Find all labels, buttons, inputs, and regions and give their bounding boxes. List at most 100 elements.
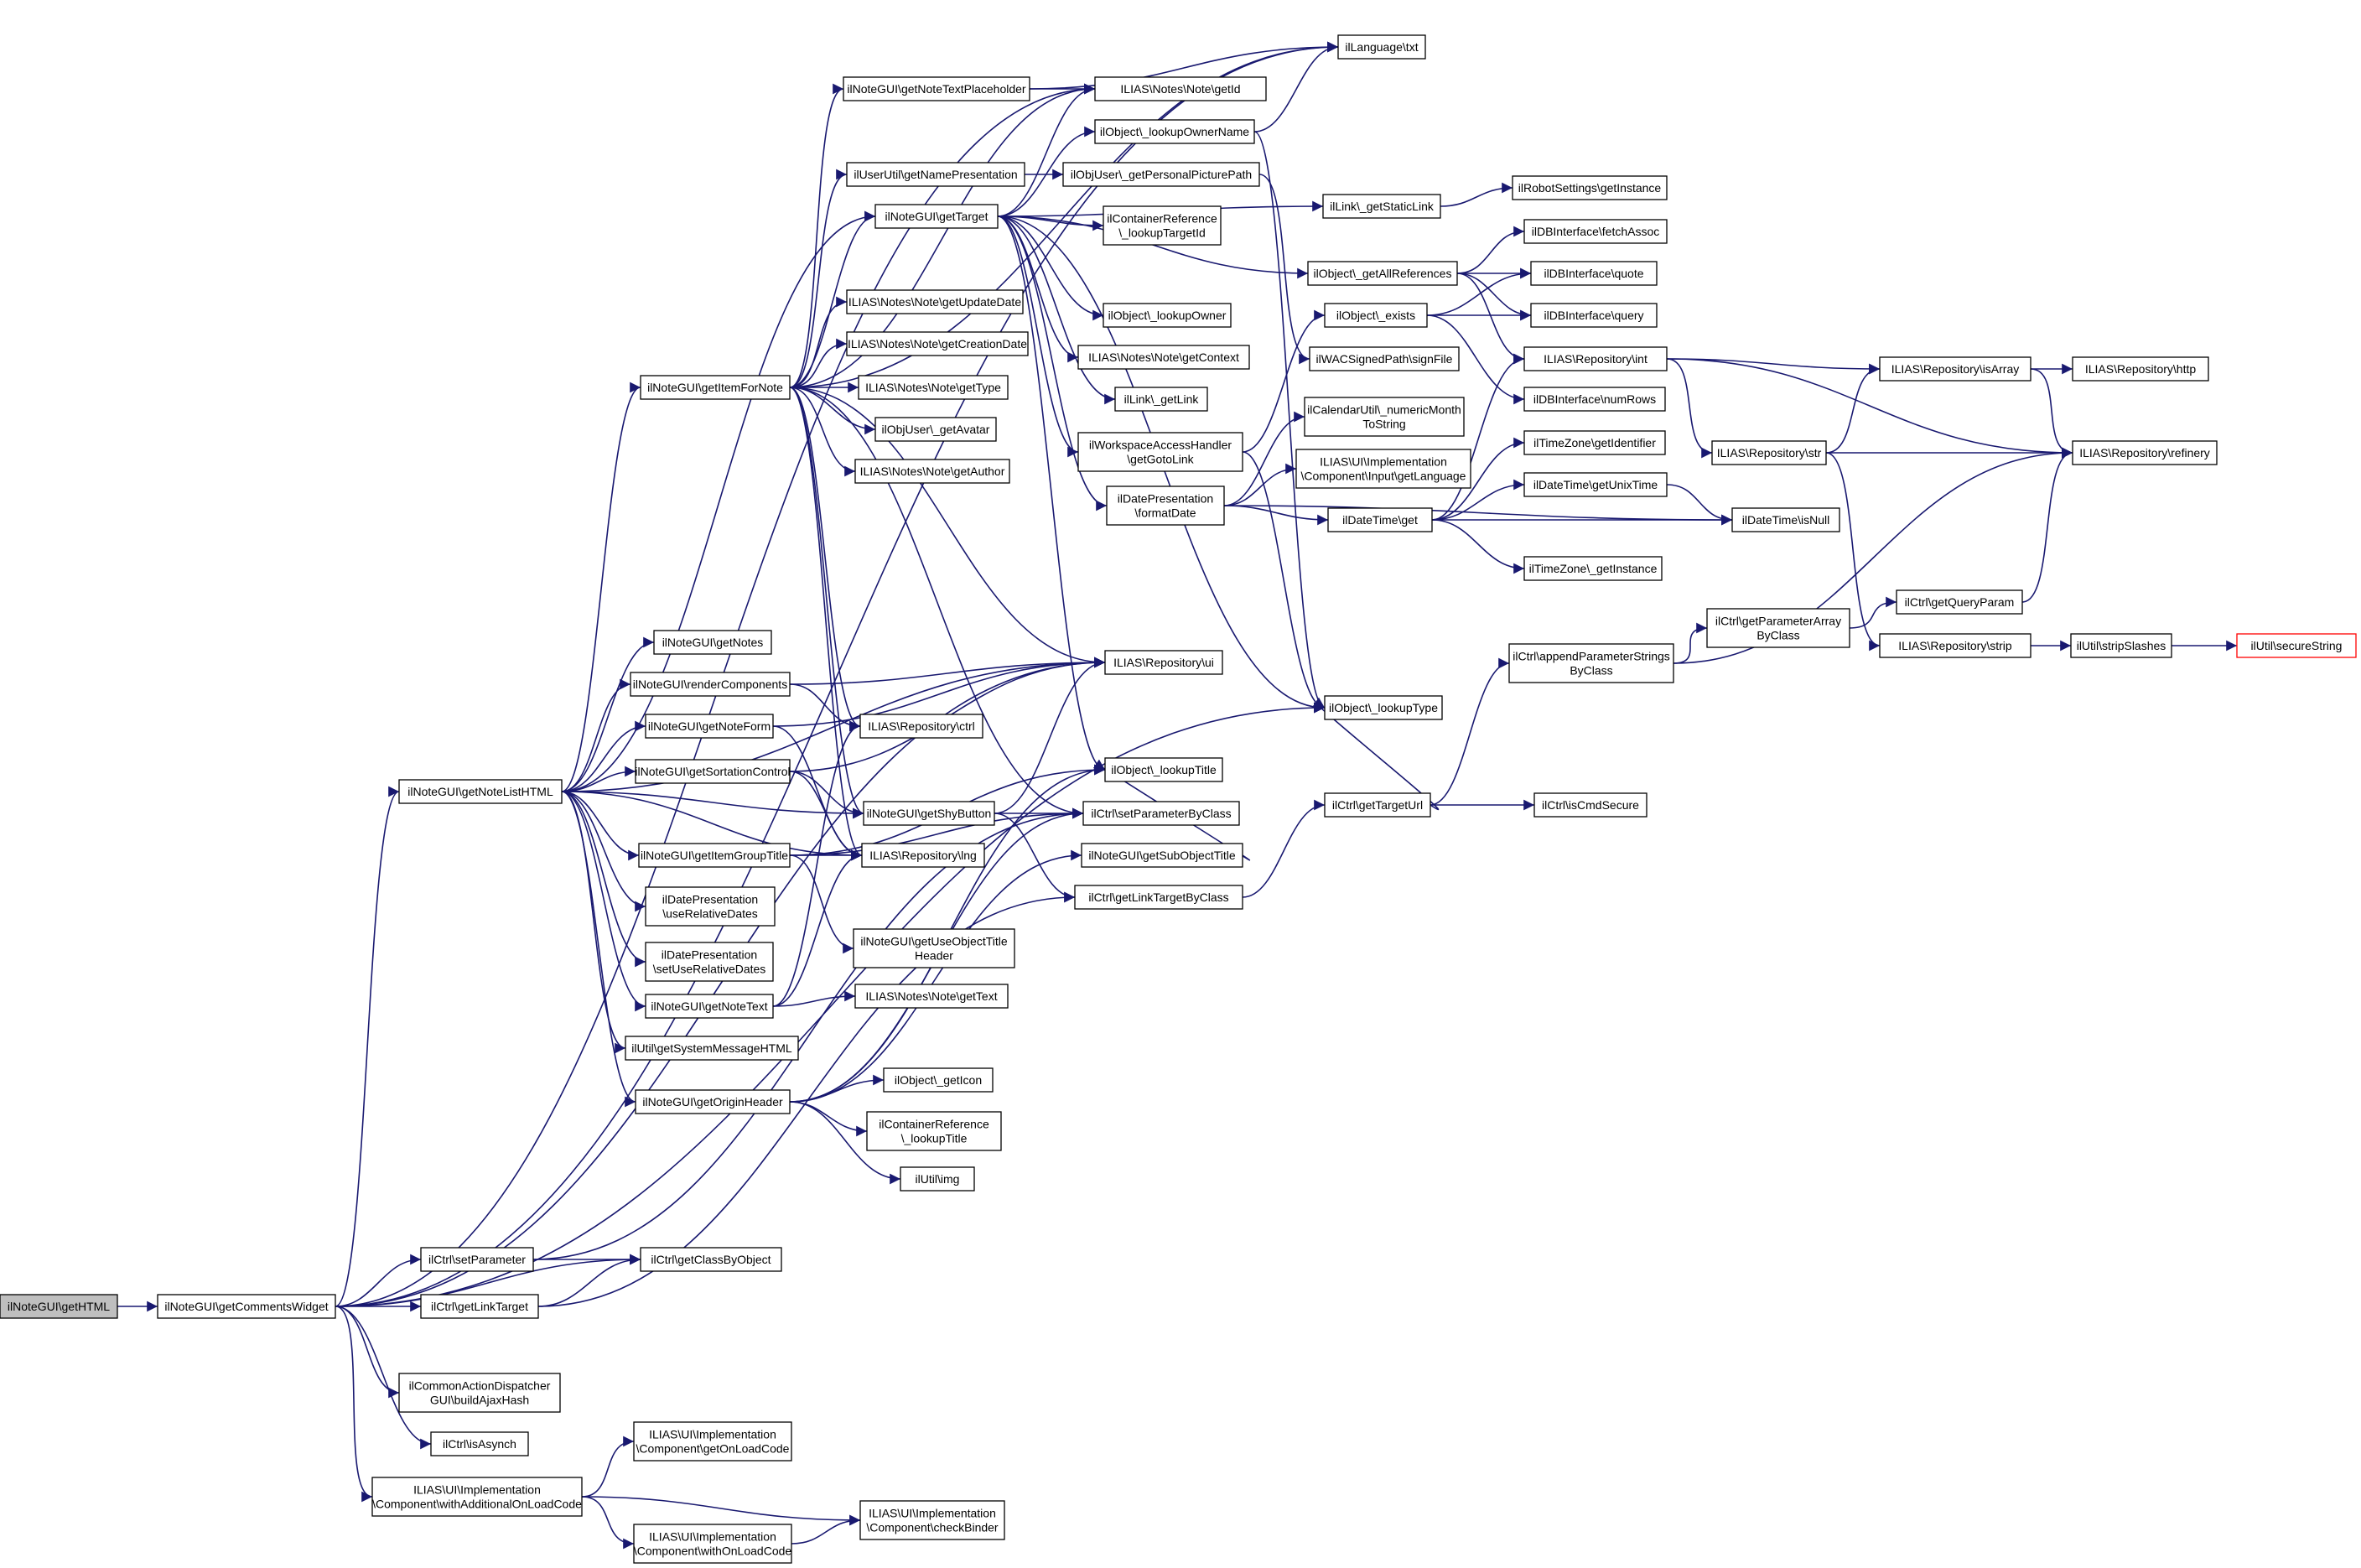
- function-node-label: ilWACSignedPath\signFile: [1316, 352, 1453, 366]
- function-node[interactable]: ILIAS\UI\Implementation\Component\getOnL…: [633, 1421, 792, 1462]
- function-node[interactable]: ilCtrl\isCmdSecure: [1533, 792, 1648, 818]
- function-node[interactable]: ilObject\_exists: [1324, 303, 1428, 328]
- function-node[interactable]: ilNoteGUI\getCommentsWidget: [157, 1294, 336, 1319]
- function-node-label: ilContainerReference\_lookupTargetId: [1107, 212, 1217, 240]
- function-node[interactable]: ILIAS\Repository\ctrl: [859, 714, 983, 739]
- call-edge: [1223, 411, 1305, 506]
- function-node[interactable]: ilUtil\stripSlashes: [2070, 633, 2172, 658]
- function-node[interactable]: ilDBInterface\quote: [1530, 261, 1658, 286]
- function-node[interactable]: ilObjUser\_getAvatar: [874, 417, 997, 442]
- function-node-box: [2072, 440, 2218, 465]
- function-node-box: [1077, 345, 1250, 370]
- function-node[interactable]: ilLanguage\txt: [1337, 34, 1426, 60]
- function-node[interactable]: ilNoteGUI\getTarget: [874, 204, 999, 229]
- function-node[interactable]: ilCtrl\setParameterByClass: [1082, 801, 1240, 826]
- function-node-label: ilObject\_lookupOwner: [1108, 309, 1227, 322]
- function-node[interactable]: ilDBInterface\query: [1530, 303, 1658, 328]
- function-node[interactable]: ilCtrl\getLinkTargetByClass: [1074, 885, 1243, 910]
- function-node[interactable]: ilDatePresentation\formatDate: [1106, 485, 1225, 526]
- function-node[interactable]: ILIAS\Repository\refinery: [2072, 440, 2218, 465]
- function-node[interactable]: ilNoteGUI\getItemGroupTitle: [638, 843, 791, 868]
- function-node[interactable]: ilNoteGUI\renderComponents: [630, 672, 791, 697]
- function-node[interactable]: ilDateTime\getUnixTime: [1523, 472, 1668, 497]
- function-node[interactable]: ilDBInterface\numRows: [1523, 387, 1666, 412]
- function-node[interactable]: ILIAS\Repository\isArray: [1879, 356, 2031, 382]
- function-node[interactable]: ilObject\_lookupType: [1324, 695, 1443, 720]
- function-node[interactable]: ilNoteGUI\getOriginHeader: [635, 1089, 791, 1114]
- function-node[interactable]: ilNoteGUI\getNoteForm: [645, 714, 774, 739]
- function-node[interactable]: ilDateTime\get: [1327, 507, 1433, 532]
- function-node[interactable]: ILIAS\Notes\Note\getCreationDate: [846, 331, 1029, 356]
- function-node[interactable]: ilUtil\getSystemMessageHTML: [625, 1036, 799, 1061]
- call-edge: [1253, 131, 1326, 714]
- function-node[interactable]: ilObject\_lookupOwnerName: [1094, 119, 1255, 144]
- call-edge: [561, 382, 641, 792]
- function-node[interactable]: ilWorkspaceAccessHandler\getGotoLink: [1077, 432, 1243, 472]
- function-node[interactable]: ilCtrl\getLinkTarget: [420, 1294, 539, 1319]
- function-node[interactable]: ilDatePresentation\useRelativeDates: [645, 886, 776, 927]
- function-node[interactable]: ILIAS\Repository\int: [1523, 346, 1668, 371]
- function-node[interactable]: ilCtrl\getQueryParam: [1896, 589, 2023, 615]
- function-node[interactable]: ilWACSignedPath\signFile: [1309, 346, 1460, 371]
- function-node[interactable]: ilCtrl\getTargetUrl: [1324, 792, 1431, 818]
- function-node[interactable]: ilCtrl\setParameter: [420, 1247, 534, 1272]
- function-node[interactable]: ilObject\_getIcon: [883, 1067, 994, 1093]
- function-node-label: ilUtil\getSystemMessageHTML: [631, 1041, 792, 1055]
- function-node[interactable]: ilObjUser\_getPersonalPicturePath: [1062, 162, 1260, 187]
- function-node[interactable]: ilUtil\secureString: [2236, 633, 2357, 658]
- function-node[interactable]: ilContainerReference\_lookupTargetId: [1103, 205, 1222, 246]
- function-node[interactable]: ILIAS\Notes\Note\getContext: [1077, 345, 1250, 370]
- function-node[interactable]: ilNoteGUI\getItemForNote: [640, 375, 791, 400]
- function-node[interactable]: ilUtil\img: [900, 1166, 975, 1192]
- function-node[interactable]: ilDBInterface\fetchAssoc: [1523, 219, 1668, 244]
- function-node[interactable]: ilTimeZone\getIdentifier: [1523, 430, 1666, 455]
- function-node[interactable]: ILIAS\Notes\Note\getText: [854, 984, 1009, 1009]
- function-node[interactable]: ilNoteGUI\getNoteTextPlaceholder: [843, 76, 1030, 101]
- function-node[interactable]: ILIAS\UI\Implementation\Component\withOn…: [633, 1524, 792, 1564]
- function-node-box: [645, 942, 774, 982]
- function-node-label: ilDateTime\getUnixTime: [1533, 478, 1658, 491]
- function-node[interactable]: ilDatePresentation\setUseRelativeDates: [645, 942, 774, 982]
- function-node[interactable]: ilDateTime\isNull: [1731, 507, 1840, 532]
- function-node[interactable]: ilObject\_getAllReferences: [1307, 261, 1458, 286]
- function-node[interactable]: ILIAS\Repository\http: [2072, 356, 2209, 382]
- function-node-box: [645, 714, 774, 739]
- function-node-label: ILIAS\Notes\Note\getId: [1120, 82, 1240, 96]
- function-node[interactable]: ilNoteGUI\getNoteText: [645, 994, 774, 1019]
- function-node[interactable]: ilUserUtil\getNamePresentation: [846, 162, 1025, 187]
- function-node[interactable]: ilNoteGUI\getSortationControl: [635, 759, 791, 784]
- function-node[interactable]: ILIAS\Notes\Note\getId: [1094, 76, 1267, 101]
- function-node[interactable]: ilLink\_getLink: [1114, 387, 1208, 412]
- call-edge: [1242, 799, 1326, 898]
- function-node[interactable]: ILIAS\UI\Implementation\Component\withAd…: [371, 1477, 583, 1517]
- function-node-label: ilLink\_getLink: [1124, 392, 1200, 406]
- function-node[interactable]: ILIAS\UI\Implementation\Component\Input\…: [1295, 449, 1471, 489]
- function-node[interactable]: ilNoteGUI\getSubObjectTitle: [1081, 843, 1243, 868]
- function-node[interactable]: ILIAS\Repository\str: [1711, 440, 1827, 465]
- function-node[interactable]: ILIAS\Notes\Note\getType: [858, 375, 1009, 400]
- function-node[interactable]: ilNoteGUI\getShyButton: [863, 801, 995, 826]
- function-node[interactable]: ilCtrl\isAsynch: [430, 1431, 529, 1456]
- function-node[interactable]: ILIAS\UI\Implementation\Component\checkB…: [859, 1500, 1005, 1540]
- function-node[interactable]: ilObject\_lookupOwner: [1103, 303, 1232, 328]
- function-node[interactable]: ilNoteGUI\getNotes: [653, 630, 772, 655]
- function-node[interactable]: ilTimeZone\_getInstance: [1523, 556, 1663, 581]
- call-edge: [1673, 622, 1708, 664]
- function-node[interactable]: ilObject\_lookupTitle: [1104, 757, 1223, 782]
- function-node[interactable]: ILIAS\Repository\ui: [1104, 650, 1223, 675]
- function-node-box: [900, 1166, 975, 1192]
- function-node[interactable]: ilContainerReference\_lookupTitle: [866, 1111, 1002, 1151]
- function-node[interactable]: ilCtrl\getClassByObject: [640, 1247, 782, 1272]
- function-node[interactable]: ILIAS\Repository\strip: [1879, 633, 2031, 658]
- function-node[interactable]: ilNoteGUI\getNoteListHTML: [398, 779, 563, 804]
- function-node[interactable]: ILIAS\Notes\Note\getUpdateDate: [846, 289, 1024, 314]
- function-node[interactable]: ILIAS\Notes\Note\getAuthor: [854, 459, 1010, 484]
- function-node[interactable]: ilRobotSettings\getInstance: [1512, 175, 1668, 200]
- function-node[interactable]: ILIAS\Repository\lng: [861, 843, 985, 868]
- function-node[interactable]: ilLink\_getStaticLink: [1322, 194, 1441, 219]
